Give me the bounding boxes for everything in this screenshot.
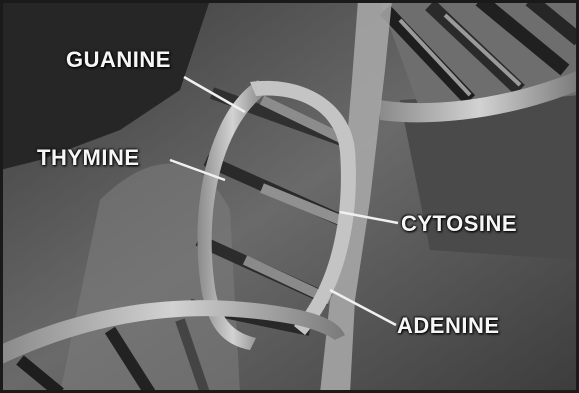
guanine-label: GUANINE: [66, 47, 171, 73]
adenine-label: ADENINE: [397, 313, 500, 339]
cytosine-label: CYTOSINE: [401, 211, 517, 237]
thymine-label: THYMINE: [37, 145, 140, 171]
